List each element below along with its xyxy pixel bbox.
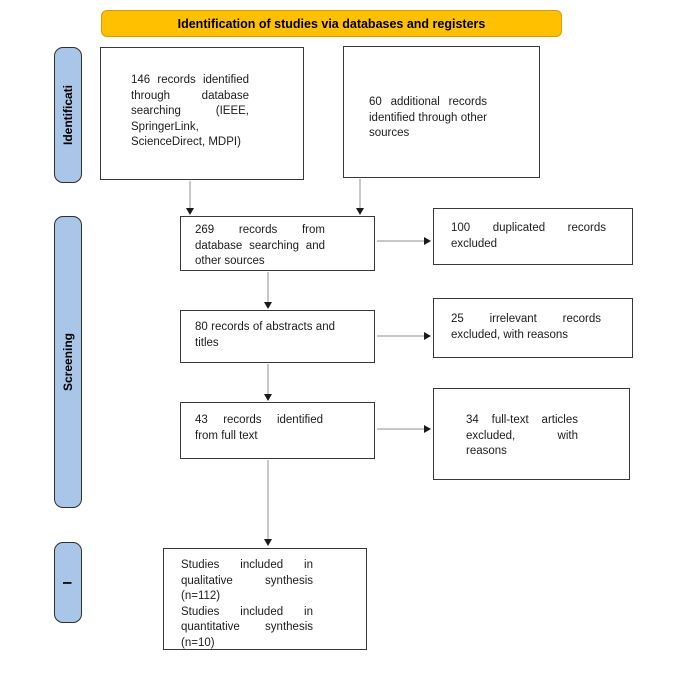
box-database-records-text: 146 records identified through database …	[131, 74, 249, 148]
stage-label-screening: Screening	[54, 216, 82, 508]
included-qualitative-text: Studies included in qualitative synthesi…	[181, 559, 313, 602]
stage-label-identification-text: Identificati	[61, 84, 76, 146]
box-database-records: 146 records identified through database …	[100, 47, 304, 180]
box-duplicates-excluded-text: 100 duplicated records excluded	[451, 222, 606, 250]
stage-label-included-text: I	[61, 580, 75, 585]
box-fulltext-records-text: 43 records identified from full text	[195, 414, 323, 442]
diagram-title: Identification of studies via databases …	[177, 16, 486, 31]
box-other-sources: 60 additional records identified through…	[343, 46, 540, 178]
stage-label-identification: Identificati	[54, 47, 82, 183]
box-abstracts-titles: 80 records of abstracts and titles	[180, 310, 375, 363]
box-included-studies: Studies included in qualitative synthesi…	[163, 548, 367, 650]
diagram-title-banner: Identification of studies via databases …	[101, 10, 562, 37]
stage-label-included: I	[54, 542, 82, 623]
box-abstracts-titles-text: 80 records of abstracts and titles	[195, 321, 335, 349]
box-irrelevant-excluded: 25 irrelevant records excluded, with rea…	[433, 298, 633, 358]
box-combined-records: 269 records from database searching and …	[180, 216, 375, 271]
included-quantitative-text: Studies included in quantitative synthes…	[181, 605, 313, 649]
stage-label-screening-text: Screening	[61, 332, 75, 392]
box-fulltext-excluded: 34 full-text articles excluded, with rea…	[433, 388, 630, 480]
box-combined-records-text: 269 records from database searching and …	[195, 224, 325, 267]
box-duplicates-excluded: 100 duplicated records excluded	[433, 208, 633, 265]
box-fulltext-records: 43 records identified from full text	[180, 402, 375, 459]
box-irrelevant-excluded-text: 25 irrelevant records excluded, with rea…	[451, 313, 601, 341]
box-fulltext-excluded-text: 34 full-text articles excluded, with rea…	[466, 414, 578, 457]
box-other-sources-text: 60 additional records identified through…	[369, 96, 487, 139]
